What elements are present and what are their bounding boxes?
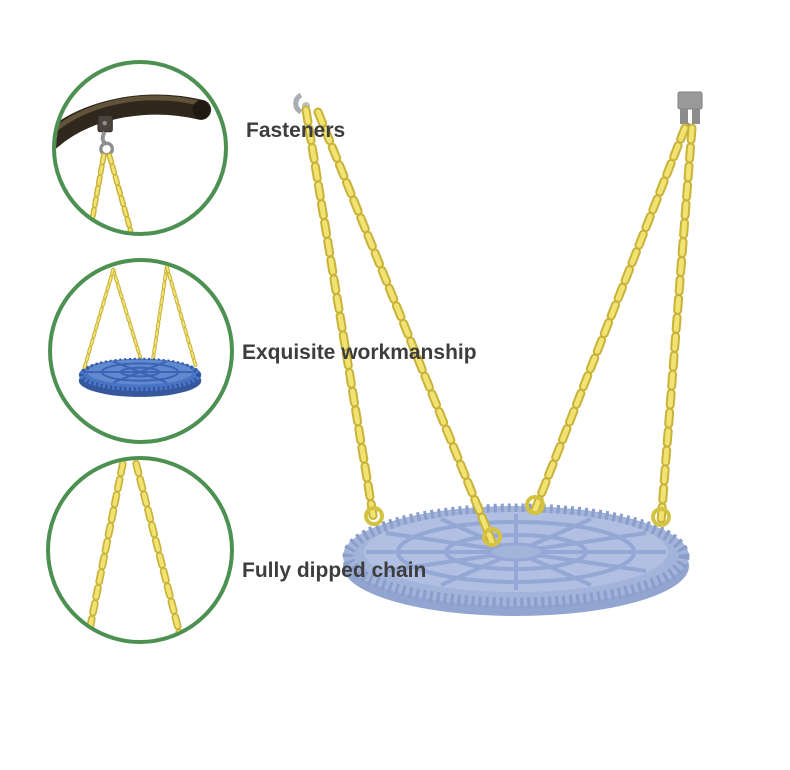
mini-seat bbox=[78, 357, 202, 397]
clamp-and-hook bbox=[97, 115, 114, 157]
callout-label-fasteners: Fasteners bbox=[246, 119, 346, 142]
callout-label-dipped-chain: Fully dipped chain bbox=[242, 559, 427, 582]
fastener-detail-circle bbox=[52, 60, 228, 236]
fastener-detail-icon bbox=[56, 94, 212, 232]
chain-detail-icon bbox=[84, 460, 185, 640]
hanging-chains bbox=[87, 152, 134, 232]
right-chain-inner bbox=[530, 123, 690, 515]
mini-chains-back bbox=[111, 264, 169, 372]
right-fastener-icon bbox=[677, 91, 703, 137]
mount-bar bbox=[56, 94, 212, 149]
swing-overview-icon bbox=[78, 264, 202, 397]
chain-sample-left bbox=[84, 460, 127, 640]
nest-swing-seat bbox=[342, 503, 690, 616]
workmanship-detail-circle bbox=[48, 258, 234, 444]
left-chain-outer bbox=[301, 105, 379, 526]
left-chain-inner bbox=[313, 107, 497, 547]
chain-sample-right bbox=[132, 460, 185, 640]
right-chain-outer bbox=[656, 123, 697, 527]
chain-detail-circle bbox=[46, 456, 234, 644]
callout-label-workmanship: Exquisite workmanship bbox=[242, 341, 477, 364]
mini-chains-front bbox=[82, 264, 198, 370]
chain-attachment-rings bbox=[364, 495, 671, 547]
